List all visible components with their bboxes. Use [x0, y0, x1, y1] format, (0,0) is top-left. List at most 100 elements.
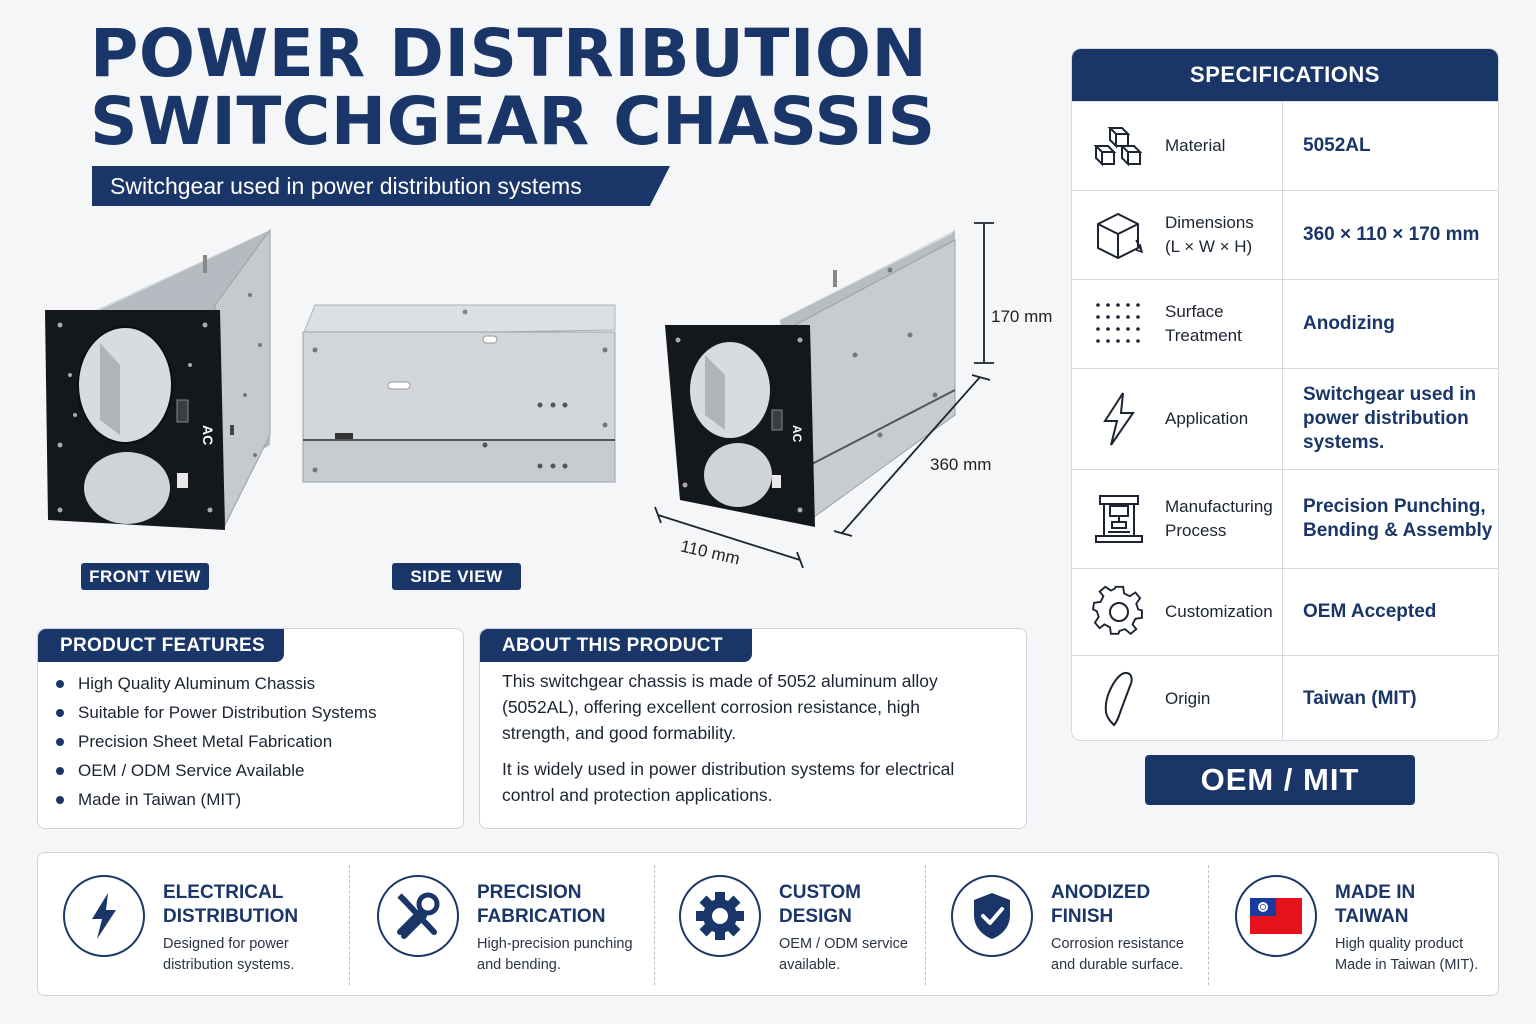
- highlight-title: ANODIZED FINISH: [1051, 882, 1151, 927]
- spec-manufacturing-name: Manufacturing Process: [1165, 497, 1273, 540]
- highlight-title: PRECISION FABRICATION: [477, 882, 606, 927]
- gear-icon: [696, 892, 744, 940]
- iso-panel-ac-marking: AC: [790, 425, 804, 443]
- spec-name-dimensions: Dimensions (L × W × H): [1165, 191, 1283, 279]
- shield-check-icon: [974, 893, 1010, 939]
- highlight-anodized: ANODIZED FINISH Corrosion resistance and…: [927, 853, 1208, 997]
- highlight-precision: PRECISION FABRICATION High-precision pun…: [351, 853, 656, 997]
- spec-application-name: Application: [1165, 409, 1249, 428]
- product-features-heading: PRODUCT FEATURES: [38, 629, 284, 662]
- spec-origin-value: Taiwan (MIT): [1303, 688, 1417, 709]
- highlights-strip: ELECTRICAL DISTRIBUTION Designed for pow…: [37, 852, 1499, 996]
- front-view-label: FRONT VIEW: [81, 563, 209, 590]
- feature-item: Suitable for Power Distribution Systems: [56, 698, 377, 727]
- highlight-desc: OEM / ODM service available.: [779, 936, 908, 973]
- height-dimension-label: 170 mm: [991, 307, 1053, 326]
- divider: [925, 865, 926, 985]
- highlight-taiwan: MADE IN TAIWAN High quality product Made…: [1210, 853, 1498, 997]
- highlight-desc: High quality product Made in Taiwan (MIT…: [1335, 936, 1479, 973]
- feature-item-text: Precision Sheet Metal Fabrication: [78, 731, 333, 751]
- lightning-icon: [92, 893, 116, 939]
- length-dimension-label: 360 mm: [930, 455, 992, 474]
- highlight-custom: CUSTOM DESIGN OEM / ODM service availabl…: [656, 853, 924, 997]
- feature-item: OEM / ODM Service Available: [56, 756, 377, 785]
- spec-row-dimensions: Dimensions (L × W × H) 360 × 110 × 170 m…: [1072, 190, 1498, 279]
- bullet-icon: [56, 737, 64, 746]
- divider: [1208, 865, 1209, 985]
- feature-item: Made in Taiwan (MIT): [56, 785, 377, 814]
- spec-material-name: Material: [1165, 136, 1226, 155]
- highlight-title: CUSTOM DESIGN: [779, 882, 861, 927]
- spec-row-application: Application Switchgear used in power dis…: [1072, 368, 1498, 469]
- specifications-table: SPECIFICATIONS Material 5052AL Dimension…: [1071, 48, 1499, 741]
- spec-dimensions-value: 360 × 110 × 170 mm: [1303, 224, 1480, 245]
- page-title: POWER DISTRIBUTION SWITCHGEAR CHASSIS: [90, 20, 990, 156]
- highlight-title: MADE IN TAIWAN: [1335, 882, 1416, 927]
- spec-material-value: 5052AL: [1303, 135, 1371, 156]
- feature-item: Precision Sheet Metal Fabrication: [56, 727, 377, 756]
- spec-manufacturing-value: Precision Punching, Bending & Assembly: [1303, 496, 1493, 541]
- spec-row-origin: Origin Taiwan (MIT): [1072, 655, 1498, 740]
- specifications-heading: SPECIFICATIONS: [1072, 49, 1498, 101]
- about-product-panel: ABOUT THIS PRODUCT This switchgear chass…: [479, 628, 1027, 829]
- spec-application-value: Switchgear used in power distribution sy…: [1303, 384, 1477, 453]
- spec-surface-name: Surface Treatment: [1165, 302, 1242, 345]
- dot-grid-icon: [1095, 303, 1140, 343]
- press-machine-icon: [1094, 495, 1143, 543]
- spec-name-surface: Surface Treatment: [1165, 280, 1283, 368]
- about-paragraph-2: It is widely used in power distribution …: [502, 759, 955, 805]
- cubes-icon: [1093, 127, 1142, 167]
- features-list: High Quality Aluminum Chassis Suitable f…: [56, 669, 377, 814]
- spec-dimensions-name: Dimensions (L × W × H): [1165, 213, 1254, 256]
- front-view-image: AC: [45, 228, 271, 530]
- spec-row-material: Material 5052AL: [1072, 101, 1498, 190]
- spec-name-application: Application: [1165, 369, 1283, 469]
- spec-customization-value: OEM Accepted: [1303, 601, 1437, 622]
- product-features-panel: PRODUCT FEATURES High Quality Aluminum C…: [37, 628, 464, 829]
- title-line-1: POWER DISTRIBUTION: [90, 15, 928, 92]
- feature-item-text: Made in Taiwan (MIT): [78, 789, 242, 809]
- highlight-desc: Designed for power distribution systems.: [163, 936, 295, 973]
- divider: [654, 865, 655, 985]
- side-view-label: SIDE VIEW: [392, 563, 521, 590]
- divider: [349, 865, 350, 985]
- bullet-icon: [56, 708, 64, 717]
- taiwan-map-icon: [1104, 671, 1133, 727]
- oem-mit-badge: OEM / MIT: [1145, 755, 1415, 805]
- highlight-electrical: ELECTRICAL DISTRIBUTION Designed for pow…: [38, 853, 348, 997]
- spec-row-manufacturing: Manufacturing Process Precision Punching…: [1072, 469, 1498, 568]
- height-dimension-line: [974, 222, 994, 364]
- tools-icon: [397, 892, 440, 939]
- highlight-desc: High-precision punching and bending.: [477, 936, 633, 973]
- bullet-icon: [56, 766, 64, 775]
- subtitle-banner: Switchgear used in power distribution sy…: [92, 166, 670, 206]
- product-features-heading-text: PRODUCT FEATURES: [60, 634, 266, 656]
- spec-name-manufacturing: Manufacturing Process: [1165, 470, 1283, 568]
- spec-surface-value: Anodizing: [1303, 313, 1395, 334]
- highlight-desc: Corrosion resistance and durable surface…: [1051, 936, 1184, 973]
- spec-name-customization: Customization: [1165, 569, 1283, 655]
- about-product-heading-text: ABOUT THIS PRODUCT: [502, 634, 723, 656]
- lightning-icon: [1102, 392, 1135, 446]
- width-dimension-line: [654, 506, 804, 569]
- length-dimension-line: [833, 374, 991, 537]
- subtitle-text: Switchgear used in power distribution sy…: [110, 173, 582, 199]
- box-dimensions-icon: [1096, 212, 1143, 260]
- spec-row-surface: Surface Treatment Anodizing: [1072, 279, 1498, 368]
- title-line-2: SWITCHGEAR CHASSIS: [90, 83, 936, 160]
- spec-name-origin: Origin: [1165, 656, 1283, 740]
- about-paragraph-1: This switchgear chassis is made of 5052 …: [502, 671, 938, 743]
- highlight-title: ELECTRICAL DISTRIBUTION: [163, 882, 299, 927]
- taiwan-flag-icon: [1250, 898, 1302, 934]
- bullet-icon: [56, 795, 64, 804]
- side-view-image: [302, 304, 616, 483]
- feature-item-text: OEM / ODM Service Available: [78, 760, 305, 780]
- feature-item-text: Suitable for Power Distribution Systems: [78, 702, 377, 722]
- panel-ac-marking: AC: [200, 425, 216, 445]
- gear-icon: [1091, 585, 1143, 636]
- spec-customization-name: Customization: [1165, 602, 1273, 621]
- spec-row-customization: Customization OEM Accepted: [1072, 568, 1498, 655]
- feature-item-text: High Quality Aluminum Chassis: [78, 673, 316, 693]
- bullet-icon: [56, 679, 64, 688]
- about-product-heading: ABOUT THIS PRODUCT: [480, 629, 752, 662]
